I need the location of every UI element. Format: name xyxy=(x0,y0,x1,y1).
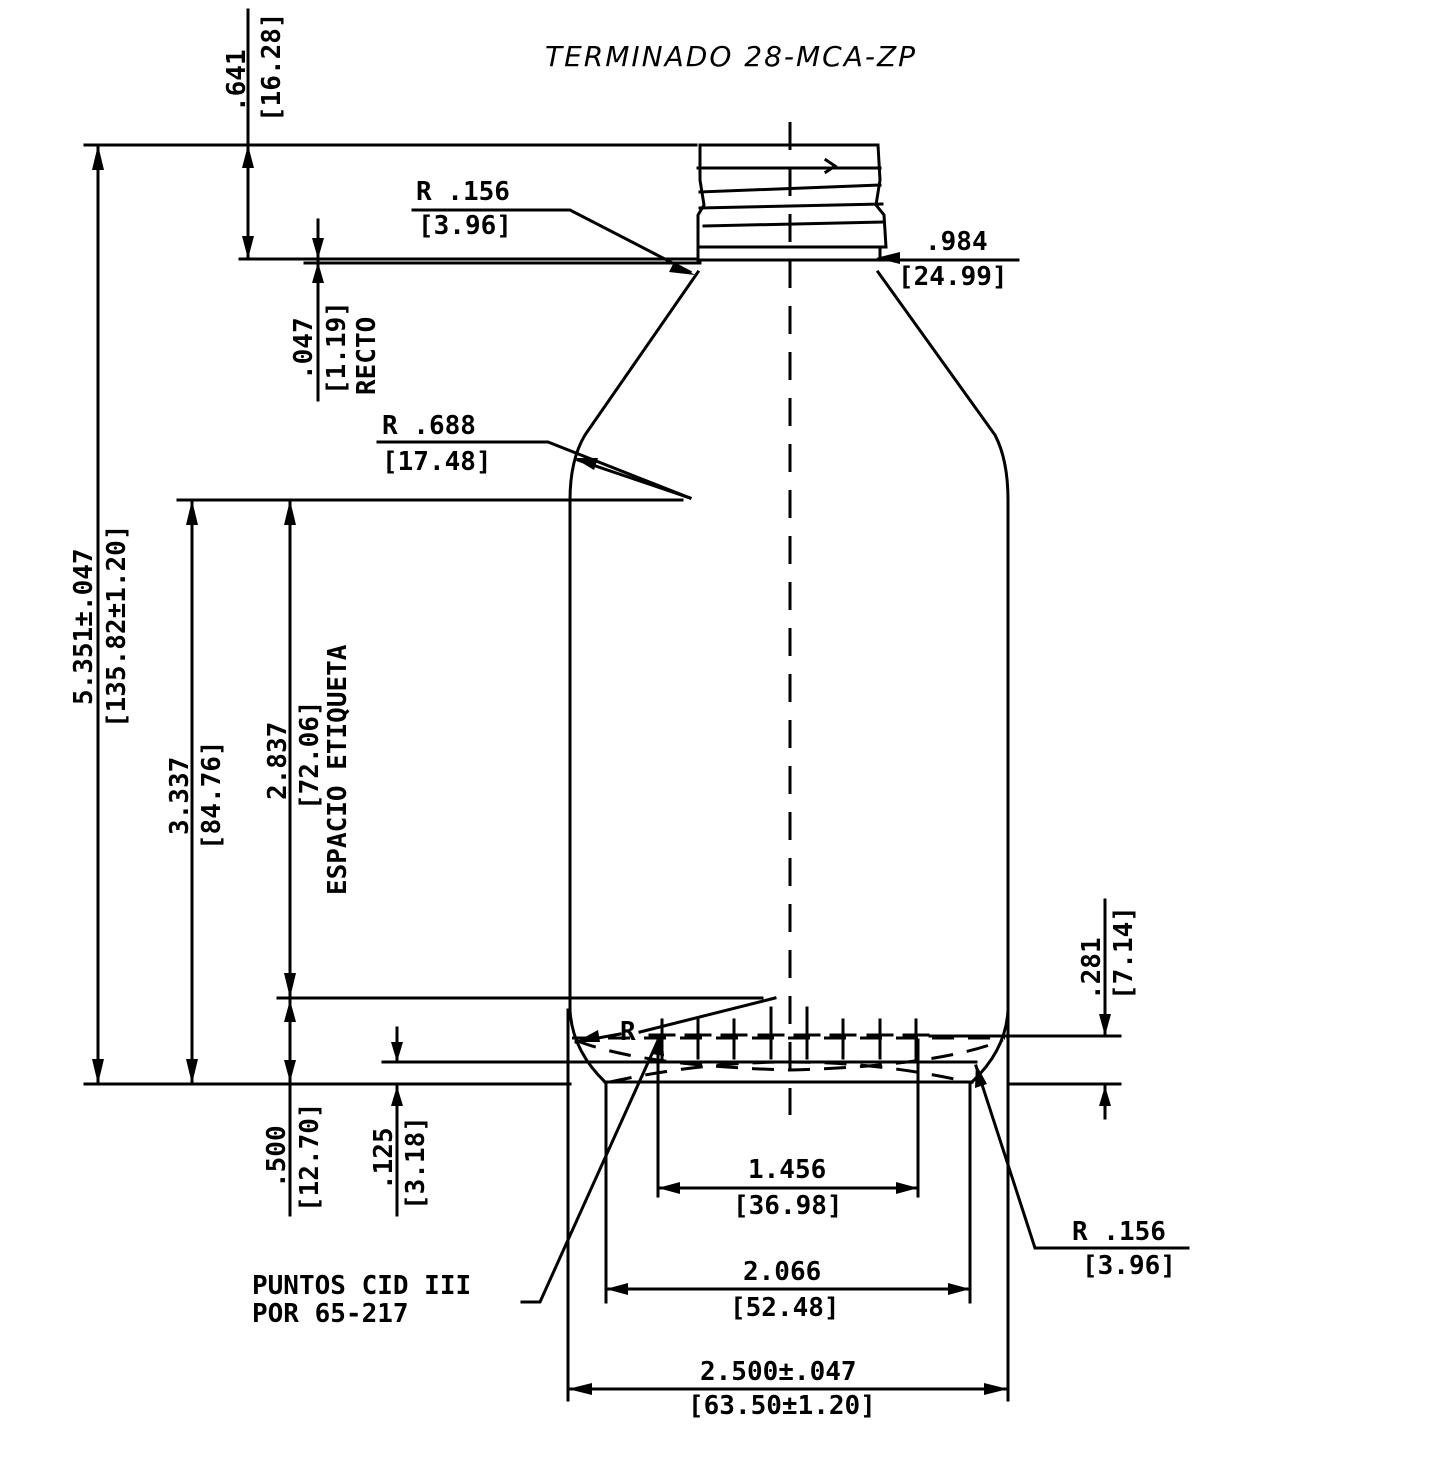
dim-heel-height-mm: [12.70] xyxy=(295,1102,325,1212)
right-wall xyxy=(875,269,1010,1085)
dim-shoulder-radius: R .688 xyxy=(382,411,476,441)
dim-neck-diameter-mm: [24.99] xyxy=(898,262,1008,292)
dim-shoulder-radius-mm: [17.48] xyxy=(382,447,492,477)
dim-heel-height: .500 xyxy=(262,1125,292,1188)
dim-base-offset: .281 xyxy=(1077,937,1107,1000)
note-line-2: POR 65-217 xyxy=(252,1299,409,1329)
finish-outline xyxy=(696,143,888,249)
dim-finish-height: .641 xyxy=(222,49,252,112)
dim-neck-diameter: .984 xyxy=(925,227,988,257)
dim-base-radius: R xyxy=(620,1017,636,1047)
dim-straight: .047 xyxy=(289,317,319,380)
dimension-lines xyxy=(83,8,1190,1402)
dim-neck-radius-mm: [3.96] xyxy=(418,211,512,241)
dim-overall-height-mm: [135.82±1.20] xyxy=(102,525,132,729)
dim-base-offset-mm: [7.14] xyxy=(1109,906,1139,1000)
dim-label-bottom-height-mm: [84.76] xyxy=(197,740,227,850)
thread-end xyxy=(823,157,838,175)
dim-dots-span: 1.456 xyxy=(748,1155,826,1185)
dim-straight-label: RECTO xyxy=(352,317,382,395)
dim-finish-height-mm: [16.28] xyxy=(257,12,287,122)
dim-heel-radius-mm: [3.96] xyxy=(1082,1251,1176,1281)
dim-neck-radius: R .156 xyxy=(416,177,510,207)
dim-body-dia-mm: [63.50±1.20] xyxy=(688,1391,876,1421)
dim-push-up: .125 xyxy=(369,1127,399,1190)
drawing-title: TERMINADO 28-MCA-ZP xyxy=(545,40,917,73)
dim-push-up-mm: [3.18] xyxy=(401,1116,431,1210)
push-up-dashed xyxy=(574,1038,1004,1072)
dim-label-space-mm: [72.06] xyxy=(295,700,325,810)
dim-overall-height: 5.351±.047 xyxy=(69,548,99,705)
left-wall xyxy=(568,269,701,1085)
dim-heel-radius: R .156 xyxy=(1072,1217,1166,1247)
dim-label-space: 2.837 xyxy=(263,722,293,800)
dim-bearing-dia: 2.066 xyxy=(743,1257,821,1287)
dim-body-dia: 2.500±.047 xyxy=(700,1357,857,1387)
dim-label-bottom-height: 3.337 xyxy=(165,757,195,835)
note-line-1: PUNTOS CID III xyxy=(252,1271,471,1301)
dim-straight-mm: [1.19] xyxy=(322,301,352,395)
thread-lines xyxy=(696,166,884,228)
label-space-text: ESPACIO ETIQUETA xyxy=(323,644,353,895)
dim-dots-span-mm: [36.98] xyxy=(733,1191,843,1221)
bottle-outline xyxy=(568,122,1010,1115)
dim-bearing-dia-mm: [52.48] xyxy=(730,1293,840,1323)
